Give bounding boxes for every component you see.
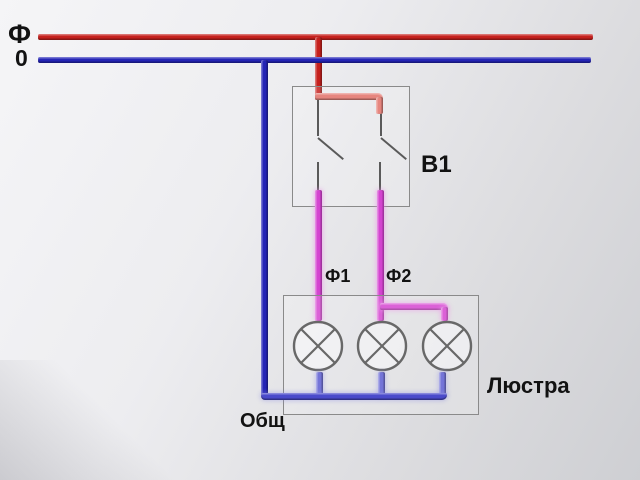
lamp2-neutral-stub-wire xyxy=(378,372,385,396)
switch1-upper-contact xyxy=(317,100,319,136)
neutral-bus-wire xyxy=(38,57,591,63)
lamp1-icon xyxy=(292,320,344,372)
switched-phase2-wire xyxy=(377,190,384,321)
switch-label: В1 xyxy=(421,151,452,178)
lamp2-icon xyxy=(356,320,408,372)
switch-jumper-vertical-wire xyxy=(376,97,383,114)
phase-drop-wire xyxy=(315,37,322,100)
switched-phase1-label: Ф1 xyxy=(325,266,351,286)
switched-phase2-label: Ф2 xyxy=(386,266,412,286)
common-wire-label: Общ xyxy=(240,410,285,432)
switch2-lower-contact xyxy=(379,162,381,192)
chandelier-label: Люстра xyxy=(487,373,570,398)
switch1-lower-contact xyxy=(317,162,319,192)
switched-phase2-branch-horizontal-wire xyxy=(380,303,448,310)
neutral-bus-label: 0 xyxy=(15,45,28,71)
phase-bus-label: Ф xyxy=(8,19,32,49)
common-neutral-bus-wire xyxy=(261,393,447,400)
neutral-drop-wire xyxy=(261,60,268,397)
switch2-upper-contact xyxy=(380,114,382,136)
switched-phase2-branch-drop-wire xyxy=(441,307,448,321)
switch-jumper-horizontal-wire xyxy=(315,93,383,100)
lamp1-neutral-stub-wire xyxy=(316,372,323,396)
lamp3-icon xyxy=(421,320,473,372)
switched-phase1-wire xyxy=(315,190,322,321)
lamp3-neutral-stub-wire xyxy=(439,372,446,396)
